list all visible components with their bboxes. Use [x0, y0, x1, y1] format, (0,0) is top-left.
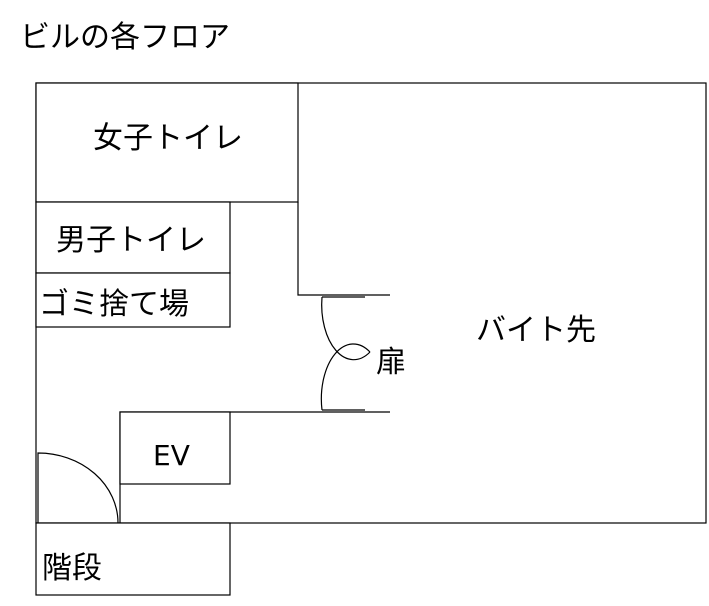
stairs-door-swing	[37, 452, 119, 524]
stairs-room	[35, 522, 231, 596]
womens-toilet-label: 女子トイレ	[93, 121, 243, 156]
mens-toilet-label: 男子トイレ	[56, 223, 206, 258]
garbage-area-label: ゴミ捨て場	[39, 287, 189, 322]
womens-toilet-room	[35, 82, 299, 203]
elevator-label: EV	[153, 439, 190, 472]
stairs-label: 階段	[42, 551, 102, 586]
door-label: 扉	[376, 345, 406, 380]
mens-toilet-room	[35, 201, 231, 274]
door-swing-lower	[320, 343, 371, 411]
workplace-label: バイト先	[476, 313, 596, 348]
garbage-area-room	[35, 272, 231, 328]
page-title: ビルの各フロア	[20, 20, 230, 55]
elevator-room	[119, 411, 231, 485]
door-swing-upper	[321, 296, 371, 361]
workplace-wall-upper	[297, 202, 390, 296]
